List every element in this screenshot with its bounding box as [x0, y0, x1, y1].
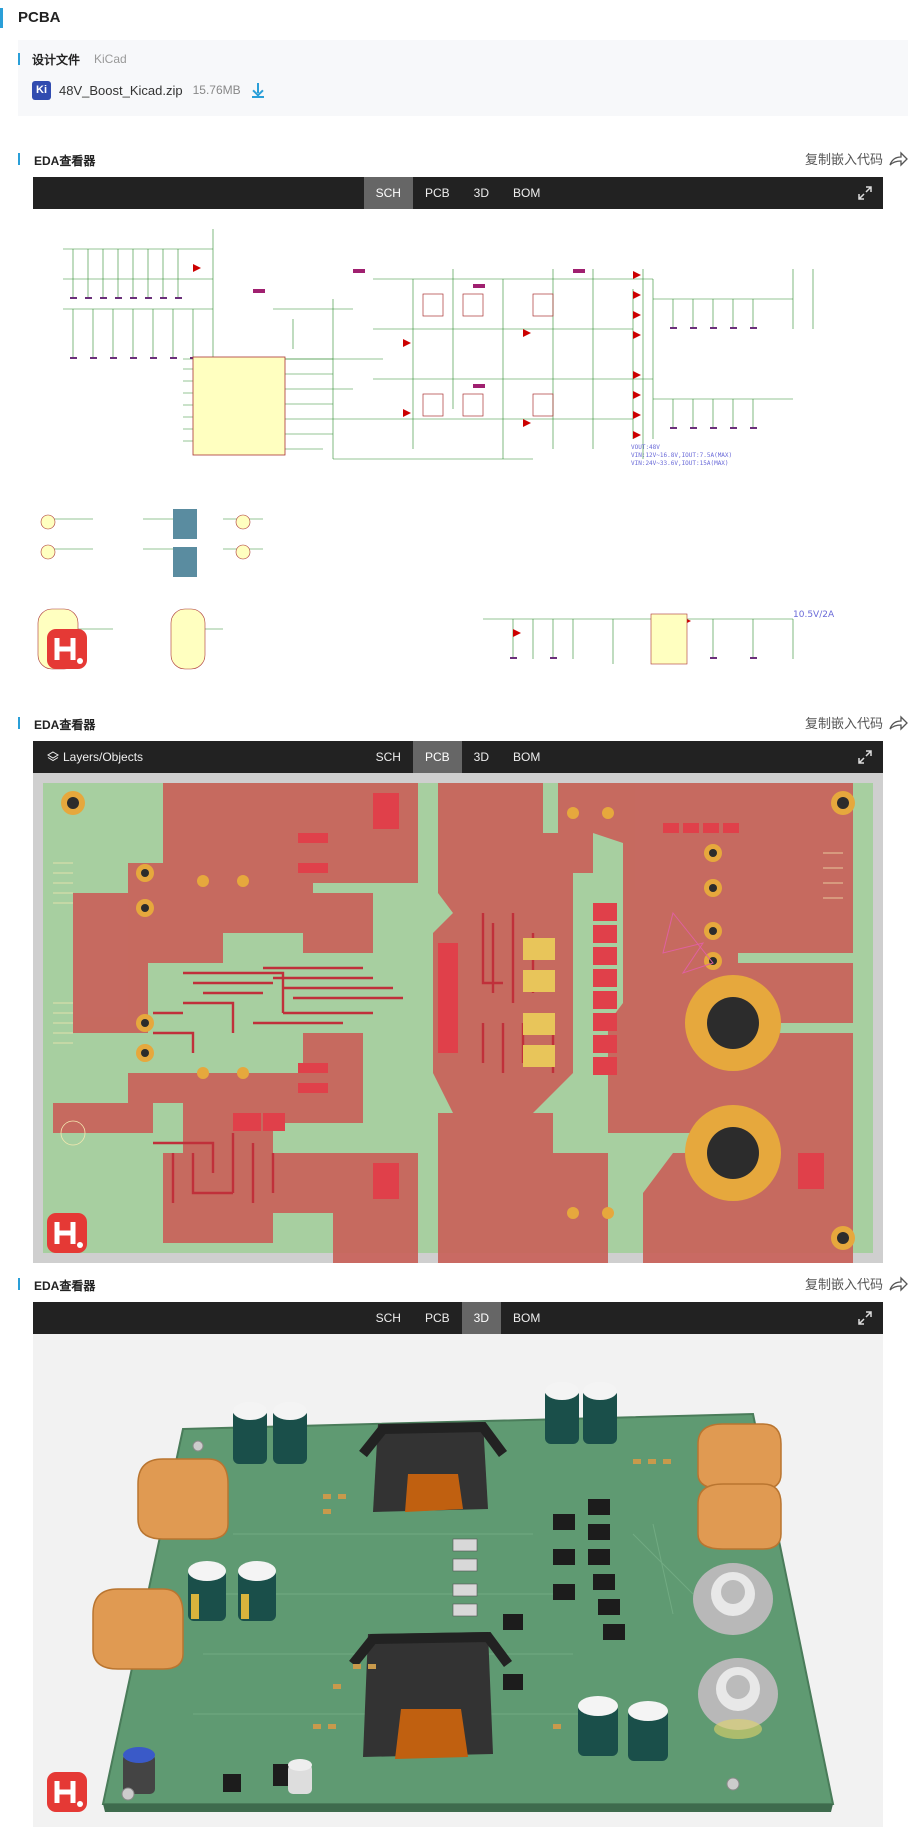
- tab-sch[interactable]: SCH: [363, 177, 413, 209]
- viewer-toolbar: Layers/Objects SCH PCB 3D BOM: [33, 741, 883, 773]
- tab-3d[interactable]: 3D: [473, 750, 490, 764]
- pcb-canvas[interactable]: [33, 773, 883, 1263]
- hardware-logo-icon: [47, 1213, 87, 1253]
- hardware-logo-icon: [47, 1772, 87, 1812]
- schematic-note: VIN:12V~16.8V,IOUT:7.5A(MAX): [631, 452, 732, 459]
- sch-viewer[interactable]: SCH PCB 3D BOM: [33, 177, 883, 700]
- download-icon[interactable]: [251, 82, 265, 98]
- fullscreen-icon[interactable]: [857, 185, 873, 201]
- kicad-file-icon: Ki: [32, 80, 51, 100]
- tab-sch[interactable]: SCH: [375, 750, 401, 764]
- viewer-tabs: SCH PCB 3D BOM: [33, 1302, 883, 1334]
- section-marker: [18, 1278, 20, 1290]
- eda-viewer-header: EDA查看器 复制嵌入代码: [18, 1271, 910, 1297]
- section-marker: [18, 717, 20, 729]
- section-marker: [18, 153, 20, 165]
- tab-bom[interactable]: BOM: [513, 750, 541, 764]
- tab-sch[interactable]: SCH: [375, 1311, 401, 1325]
- schematic-note: VIN:24V~33.6V,IOUT:15A(MAX): [631, 460, 729, 467]
- page-title: PCBA: [18, 9, 61, 26]
- share-icon: [889, 714, 908, 731]
- design-files-panel: 设计文件 KiCad Ki 48V_Boost_Kicad.zip 15.76M…: [18, 40, 908, 116]
- viewer-tabs: SCH PCB 3D BOM: [33, 741, 883, 773]
- file-name-link[interactable]: 48V_Boost_Kicad.zip: [59, 82, 183, 98]
- file-size: 15.76MB: [192, 83, 241, 97]
- schematic-canvas[interactable]: VOUT:48V VIN:12V~16.8V,IOUT:7.5A(MAX) VI…: [33, 209, 883, 700]
- viewer-toolbar: SCH PCB 3D BOM: [33, 177, 883, 209]
- 3d-board-render: [92, 1382, 835, 1812]
- tab-3d[interactable]: 3D: [461, 1302, 502, 1334]
- copy-embed-code-label: 复制嵌入代码: [804, 152, 883, 167]
- copy-embed-code-label: 复制嵌入代码: [804, 716, 883, 731]
- pcb-layout-drawing: [43, 783, 873, 1263]
- viewer-toolbar: SCH PCB 3D BOM: [33, 1302, 883, 1334]
- eda-viewer-section-sch: EDA查看器 复制嵌入代码 SCH PCB 3D BOM: [18, 146, 910, 706]
- 3d-viewer[interactable]: SCH PCB 3D BOM: [33, 1302, 883, 1827]
- 3d-canvas[interactable]: [33, 1334, 883, 1827]
- eda-viewer-section-pcb: EDA查看器 复制嵌入代码 Layers/Objects SCH PCB 3D …: [18, 710, 910, 1270]
- eda-viewer-section-3d: EDA查看器 复制嵌入代码 SCH PCB 3D BOM: [18, 1271, 910, 1833]
- fullscreen-icon[interactable]: [857, 749, 873, 765]
- schematic-note: 10.5V/2A: [793, 610, 835, 620]
- tab-bom[interactable]: BOM: [513, 1311, 541, 1325]
- eda-viewer-title: EDA查看器: [34, 154, 96, 168]
- eda-viewer-header: EDA查看器 复制嵌入代码: [18, 710, 910, 736]
- copy-embed-code-button[interactable]: 复制嵌入代码: [805, 149, 908, 168]
- tab-pcb[interactable]: PCB: [412, 741, 462, 773]
- pcb-viewer[interactable]: Layers/Objects SCH PCB 3D BOM: [33, 741, 883, 1263]
- tab-pcb[interactable]: PCB: [424, 186, 450, 200]
- eda-viewer-title: EDA查看器: [34, 1279, 96, 1293]
- copy-embed-code-label: 复制嵌入代码: [804, 1277, 883, 1292]
- fullscreen-icon[interactable]: [857, 1310, 873, 1326]
- design-tool-label: KiCad: [94, 52, 127, 66]
- page-header: PCBA: [0, 0, 917, 38]
- copy-embed-code-button[interactable]: 复制嵌入代码: [805, 713, 908, 732]
- layers-icon: [47, 751, 59, 762]
- share-icon: [889, 1275, 908, 1292]
- design-files-header: 设计文件 KiCad: [18, 50, 127, 68]
- viewer-tabs: SCH PCB 3D BOM: [33, 177, 883, 209]
- tab-3d[interactable]: 3D: [473, 186, 490, 200]
- section-marker: [18, 53, 20, 65]
- eda-viewer-header: EDA查看器 复制嵌入代码: [18, 146, 910, 172]
- hardware-logo-icon: [47, 629, 87, 669]
- tab-pcb[interactable]: PCB: [424, 1311, 450, 1325]
- tab-bom[interactable]: BOM: [513, 186, 541, 200]
- share-icon: [889, 150, 908, 167]
- title-accent-bar: [0, 8, 3, 28]
- file-row[interactable]: Ki 48V_Boost_Kicad.zip 15.76MB: [32, 80, 265, 100]
- copy-embed-code-button[interactable]: 复制嵌入代码: [805, 1274, 908, 1293]
- design-files-label: 设计文件: [32, 52, 81, 67]
- schematic-note: VOUT:48V: [631, 444, 660, 451]
- schematic-drawing: VOUT:48V VIN:12V~16.8V,IOUT:7.5A(MAX) VI…: [37, 229, 835, 670]
- layers-objects-button[interactable]: Layers/Objects: [47, 741, 143, 773]
- eda-viewer-title: EDA查看器: [34, 718, 96, 732]
- layers-objects-label: Layers/Objects: [63, 750, 144, 764]
